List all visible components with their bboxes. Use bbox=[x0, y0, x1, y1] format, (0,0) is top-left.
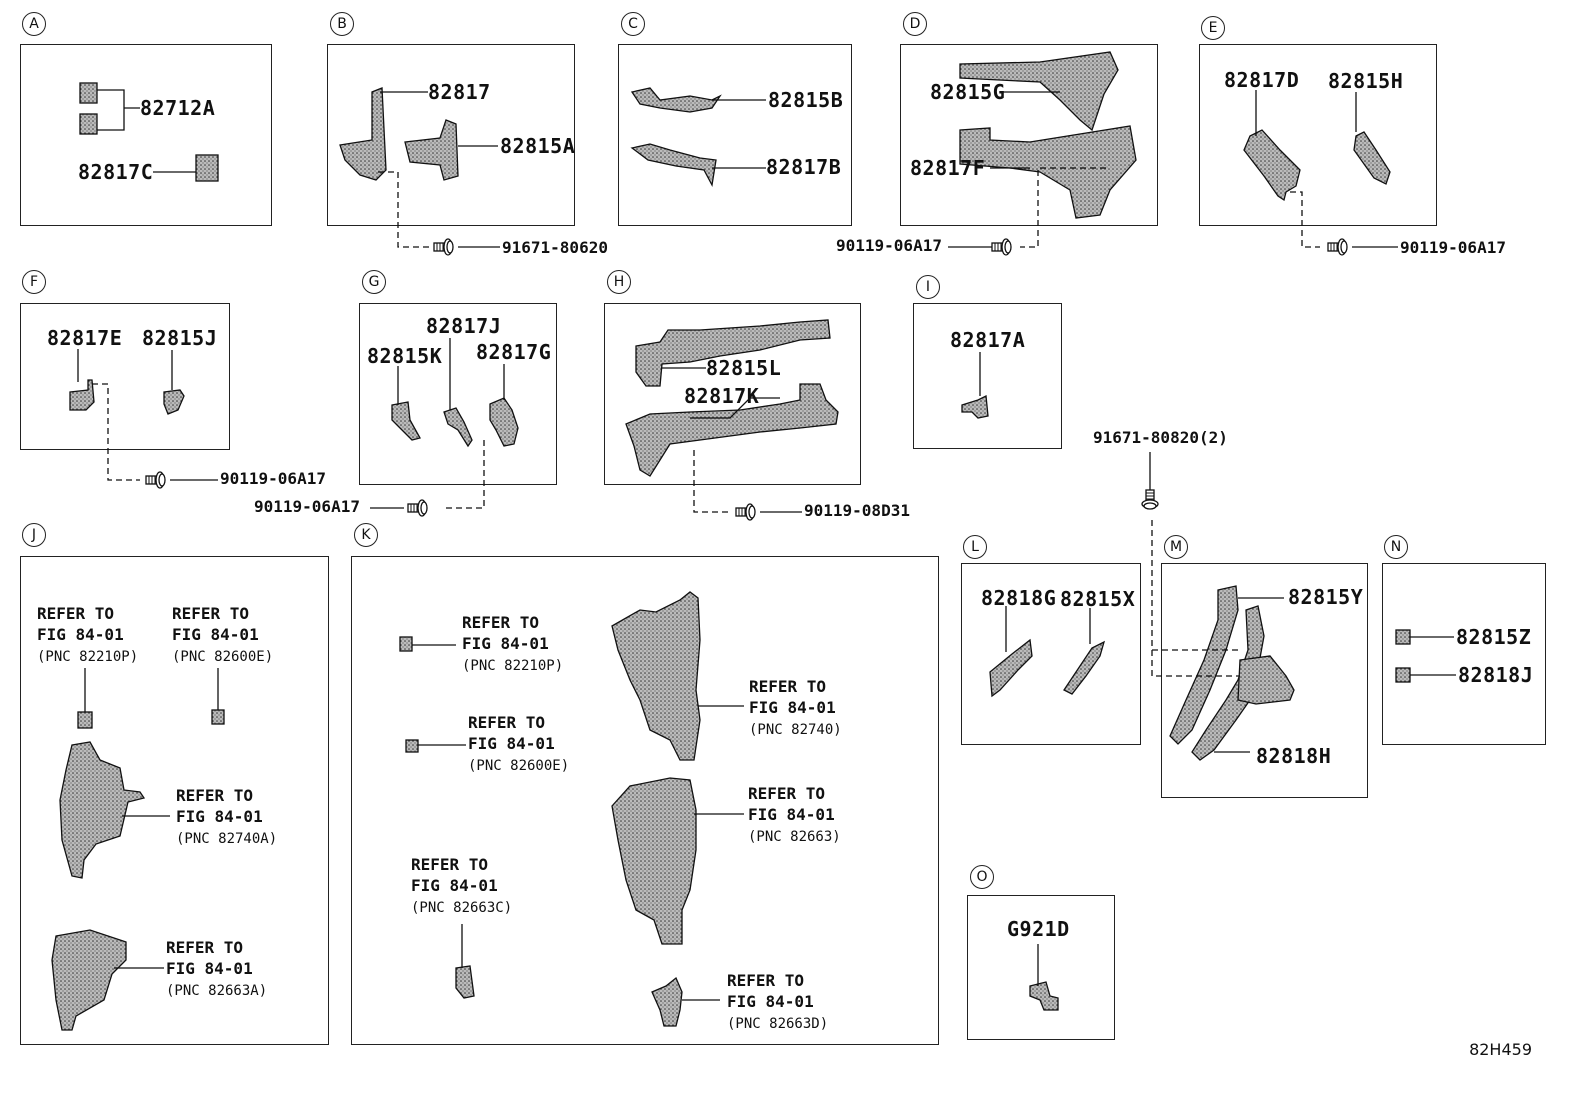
part-label: 82815Y bbox=[1288, 585, 1364, 609]
section-box-m bbox=[1161, 563, 1368, 798]
section-label-l: L bbox=[963, 535, 987, 559]
part-label: 82817B bbox=[766, 155, 842, 179]
section-box-i bbox=[913, 303, 1062, 449]
part-label: 82817E bbox=[47, 326, 123, 350]
section-label-e: E bbox=[1201, 16, 1225, 40]
section-label-c: C bbox=[621, 12, 645, 36]
part-label: 82818J bbox=[1458, 663, 1534, 687]
part-label: 82815A bbox=[500, 134, 576, 158]
section-box-e bbox=[1199, 44, 1437, 226]
part-label: 82817C bbox=[78, 160, 154, 184]
part-label: 82815K bbox=[367, 344, 443, 368]
section-box-c bbox=[618, 44, 852, 226]
section-box-o bbox=[967, 895, 1115, 1040]
part-label: 82817D bbox=[1224, 68, 1300, 92]
section-label-h: H bbox=[607, 270, 631, 294]
fastener-label: 90119-06A17 bbox=[220, 469, 326, 488]
part-label: 82817J bbox=[426, 314, 502, 338]
part-label: 82815X bbox=[1060, 587, 1136, 611]
section-label-j: J bbox=[22, 523, 46, 547]
fastener-label: 90119-06A17 bbox=[254, 497, 360, 516]
section-label-b: B bbox=[330, 12, 354, 36]
part-label: 82817G bbox=[476, 340, 552, 364]
section-label-o: O bbox=[970, 865, 994, 889]
part-label: 82815Z bbox=[1456, 625, 1532, 649]
part-label: 82817F bbox=[910, 156, 986, 180]
section-label-g: G bbox=[362, 270, 386, 294]
diagram-code: 82H459 bbox=[1469, 1040, 1532, 1059]
section-box-l bbox=[961, 563, 1141, 745]
fastener-label: 90119-06A17 bbox=[836, 236, 942, 255]
section-label-m: M bbox=[1164, 535, 1188, 559]
fastener-label: 90119-08D31 bbox=[804, 501, 910, 520]
part-label: 82817K bbox=[684, 384, 760, 408]
part-label: 82815G bbox=[930, 80, 1006, 104]
part-label: 82815B bbox=[768, 88, 844, 112]
section-box-h bbox=[604, 303, 861, 485]
part-label: G921D bbox=[1007, 917, 1070, 941]
section-label-d: D bbox=[903, 12, 927, 36]
section-label-a: A bbox=[22, 12, 46, 36]
section-box-a bbox=[20, 44, 272, 226]
fastener-label: 91671-80820(2) bbox=[1093, 428, 1228, 447]
fastener-label: 90119-06A17 bbox=[1400, 238, 1506, 257]
part-label: 82818H bbox=[1256, 744, 1332, 768]
fastener-label: 91671-80620 bbox=[502, 238, 608, 257]
part-label: 82817A bbox=[950, 328, 1026, 352]
section-label-f: F bbox=[22, 270, 46, 294]
section-box-n bbox=[1382, 563, 1546, 745]
section-box-j bbox=[20, 556, 329, 1045]
part-label: 82815J bbox=[142, 326, 218, 350]
section-label-k: K bbox=[354, 523, 378, 547]
part-label: 82712A bbox=[140, 96, 216, 120]
part-label: 82817 bbox=[428, 80, 491, 104]
section-label-i: I bbox=[916, 275, 940, 299]
part-label: 82818G bbox=[981, 586, 1057, 610]
part-label: 82815L bbox=[706, 356, 782, 380]
part-label: 82815H bbox=[1328, 69, 1404, 93]
section-box-b bbox=[327, 44, 575, 226]
section-box-f bbox=[20, 303, 230, 450]
section-box-g bbox=[359, 303, 557, 485]
section-box-k bbox=[351, 556, 939, 1045]
section-box-d bbox=[900, 44, 1158, 226]
section-label-n: N bbox=[1384, 535, 1408, 559]
